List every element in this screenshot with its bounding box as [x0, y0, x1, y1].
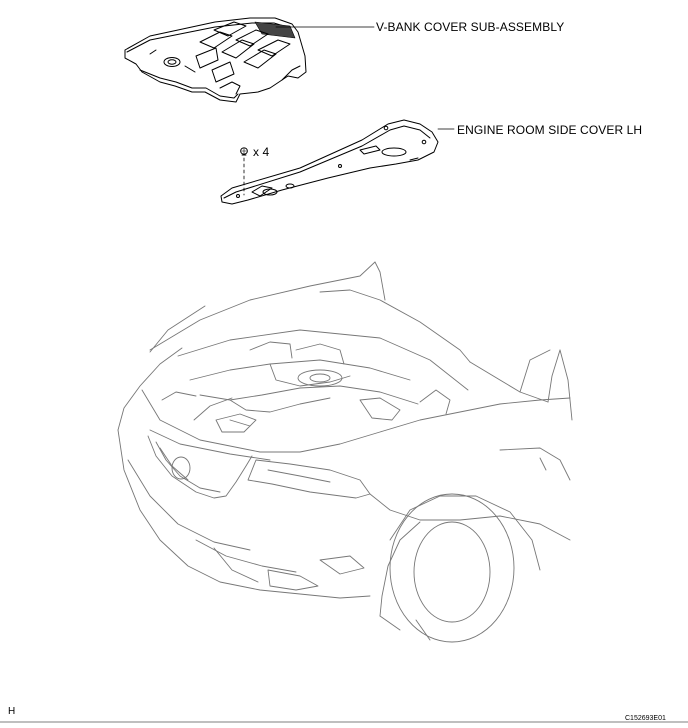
corner-letter-label: H [8, 706, 16, 717]
vbank-cover-illustration [124, 17, 307, 103]
side-cover-illustration [220, 119, 439, 205]
clip-quantity-label: x 4 [253, 145, 270, 159]
drawing-code-label: C152693E01 [625, 715, 666, 722]
engine-room-side-cover-label: ENGINE ROOM SIDE COVER LH [457, 123, 643, 137]
vehicle-illustration [117, 261, 573, 643]
clip-icon [240, 147, 248, 156]
vbank-cover-label: V-BANK COVER SUB-ASSEMBLY [376, 20, 565, 34]
